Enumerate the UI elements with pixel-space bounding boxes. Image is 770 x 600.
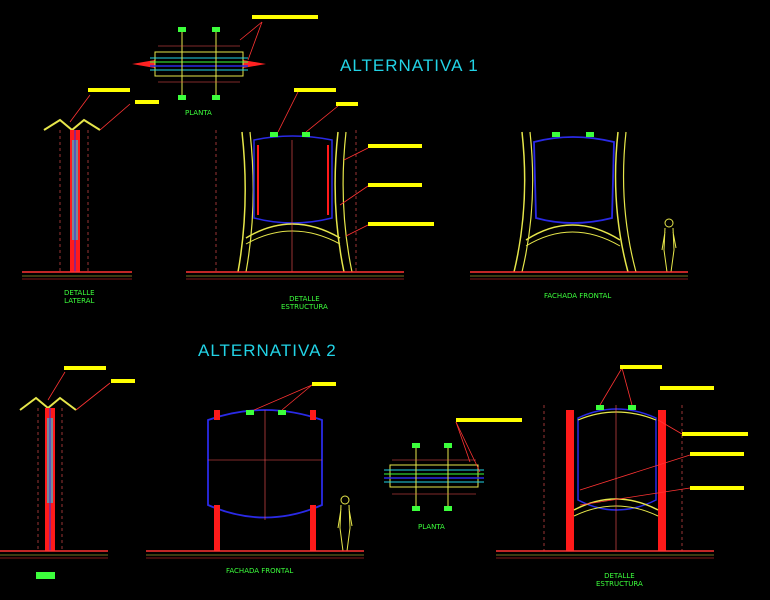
structure-detail-alt1	[186, 91, 404, 280]
label-fachada-frontal-alt2: FACHADA FRONTAL	[226, 567, 294, 575]
label-detalle-estructura-alt2: DETALLE ESTRUCTURA	[596, 572, 643, 588]
label-line: DETALLE	[64, 289, 95, 297]
callout-bar	[660, 386, 714, 390]
structure-detail-alt2	[496, 367, 714, 559]
title-alternativa-1: ALTERNATIVA 1	[340, 56, 479, 75]
callout-bar	[64, 366, 106, 370]
label-planta-alt2: PLANTA	[418, 523, 445, 531]
plan-view-alt1	[132, 21, 266, 100]
callout-bar	[88, 88, 130, 92]
callout-bar	[620, 365, 662, 369]
label-detalle-estructura-alt1: DETALLE ESTRUCTURA	[281, 295, 328, 311]
callout-bar	[111, 379, 135, 383]
callout-bar	[135, 100, 159, 104]
label-line: ESTRUCTURA	[281, 303, 328, 311]
callout-bar	[368, 222, 434, 226]
side-detail-alt2	[0, 371, 111, 559]
callout-bar	[336, 102, 358, 106]
callout-bar	[368, 183, 422, 187]
callout-bar	[690, 452, 744, 456]
label-line: DETALLE	[604, 572, 635, 580]
green-marker	[36, 572, 55, 579]
callout-bar	[294, 88, 336, 92]
callout-bar	[252, 15, 318, 19]
label-planta-alt1: PLANTA	[185, 109, 212, 117]
label-line: DETALLE	[289, 295, 320, 303]
callout-bar	[312, 382, 336, 386]
label-fachada-frontal-alt1: FACHADA FRONTAL	[544, 292, 612, 300]
label-line: LATERAL	[64, 297, 95, 305]
callout-bar	[368, 144, 422, 148]
callout-bar	[682, 432, 748, 436]
plan-view-alt2	[384, 421, 484, 511]
callout-bar	[456, 418, 522, 422]
front-facade-alt1	[470, 131, 688, 280]
label-detalle-lateral-alt1: DETALLE LATERAL	[64, 289, 95, 305]
side-detail-alt1	[22, 94, 132, 280]
title-alternativa-2: ALTERNATIVA 2	[198, 341, 337, 360]
front-facade-alt2	[146, 384, 364, 559]
callout-bar	[690, 486, 744, 490]
label-line: ESTRUCTURA	[596, 580, 643, 588]
